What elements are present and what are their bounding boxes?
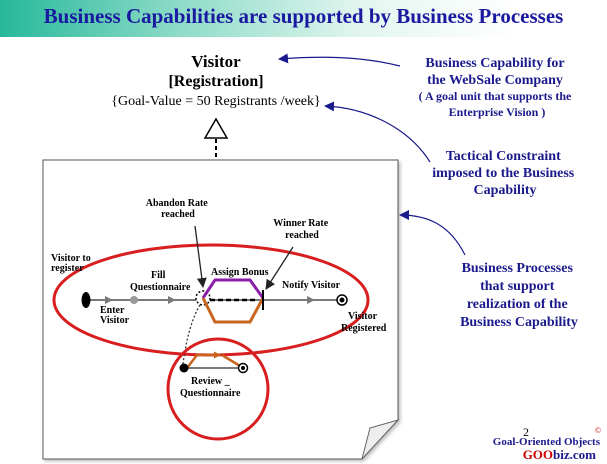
capability-goal: {Goal-Value = 50 Registrants /week} xyxy=(111,94,321,109)
review-connector xyxy=(182,304,201,365)
fill-questionnaire-node xyxy=(130,296,138,304)
review-end-node-dot xyxy=(241,366,245,370)
fill-questionnaire-label: Fill Questionnaire xyxy=(130,270,191,293)
process-callout: Business Processes that support realizat… xyxy=(460,261,578,330)
brand-site: GOObiz.com xyxy=(523,447,596,462)
alternate-path xyxy=(201,297,265,324)
review-start-node xyxy=(179,363,189,373)
review-orange-path xyxy=(186,351,221,369)
constraint-callout: Tactical Constraint imposed to the Busin… xyxy=(432,149,577,198)
assign-bonus-path xyxy=(201,278,265,299)
constraint-callout-arrow xyxy=(324,101,431,163)
capability-name: Visitor xyxy=(191,52,241,71)
end-node-dot xyxy=(339,297,345,303)
start-node xyxy=(81,292,91,308)
page-fold xyxy=(361,419,400,460)
review-ellipse xyxy=(166,337,270,441)
title-bar: Business Capabilities are supported by B… xyxy=(0,0,607,37)
slide-title: Business Capabilities are supported by B… xyxy=(43,4,564,28)
enter-visitor-label: Enter Visitor xyxy=(100,305,130,326)
capability-callout-arrow xyxy=(278,53,401,67)
winner-rate-arrow xyxy=(265,246,294,290)
process-page xyxy=(42,159,399,460)
page-number: 2 xyxy=(523,425,529,439)
brand-mark: © xyxy=(595,426,601,435)
assign-bonus-label: Assign Bonus xyxy=(211,267,269,278)
capability-subname: [Registration] xyxy=(168,73,263,90)
start-label: Visitor to register xyxy=(51,253,93,274)
brand-tagline: Goal-Oriented Objects xyxy=(493,436,601,448)
review-orange-return xyxy=(221,353,241,368)
abandon-rate-label: Abandon Rate reached xyxy=(146,198,210,220)
review-questionnaire-label: Review _ Questionnaire xyxy=(180,376,241,399)
winner-rate-label: Winner Rate reached xyxy=(273,218,330,241)
abandon-rate-arrow xyxy=(194,225,207,288)
visitor-registered-label: Visitor Registered xyxy=(341,311,387,334)
notify-visitor-label: Notify Visitor xyxy=(282,280,341,291)
process-callout-arrow xyxy=(399,210,466,256)
capability-callout: Business Capability for the WebSale Comp… xyxy=(419,54,576,119)
generalization-triangle xyxy=(203,117,229,139)
